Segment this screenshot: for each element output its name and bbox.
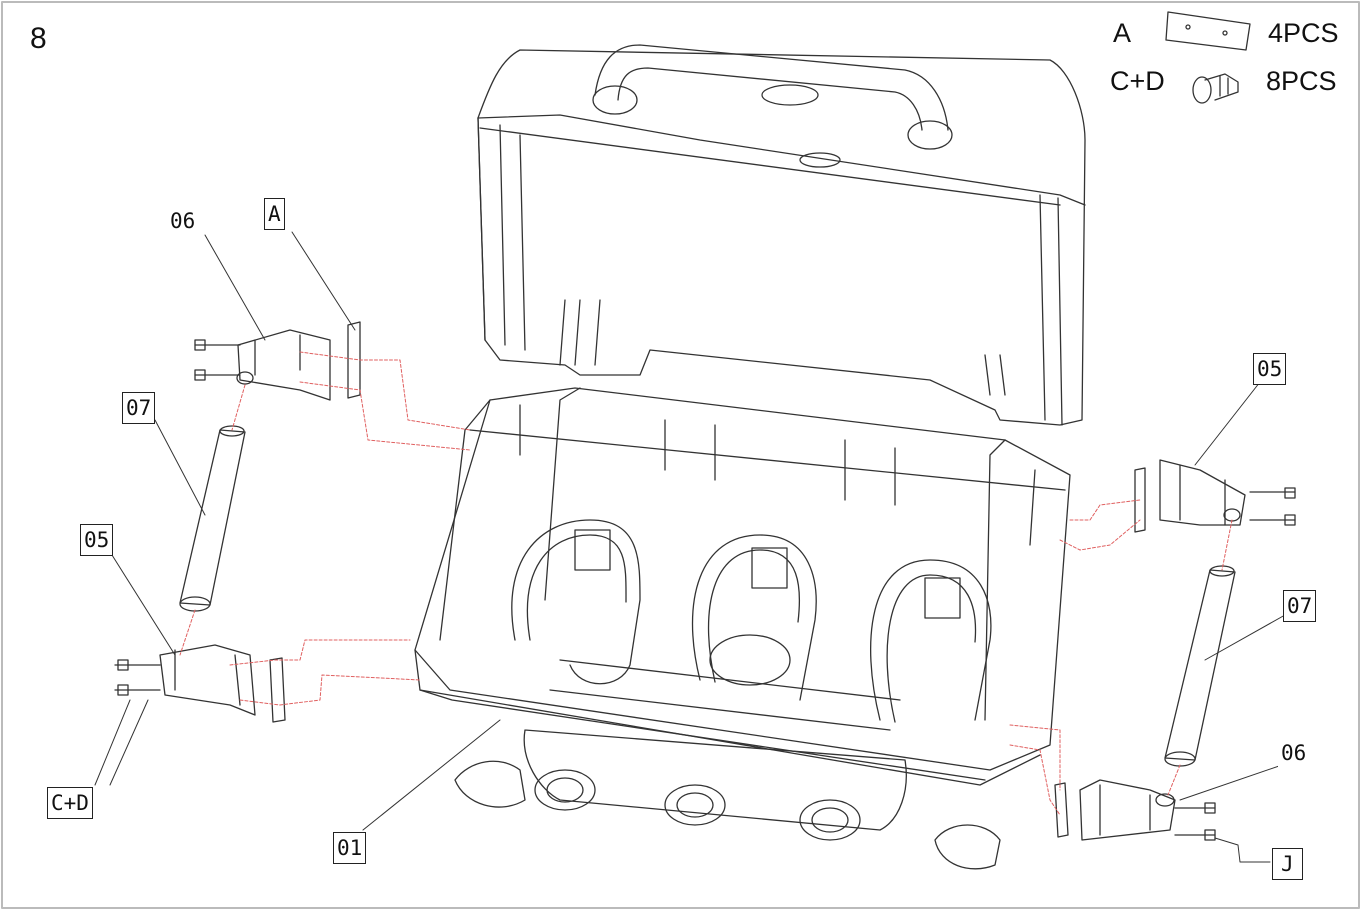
callout-06-right: 06	[1278, 738, 1310, 768]
callout-c-d: C+D	[47, 787, 93, 819]
callout-a: A	[264, 198, 285, 230]
callout-05-left: 05	[80, 524, 114, 556]
callout-j: J	[1272, 848, 1303, 880]
alignment-guides	[179, 351, 1233, 816]
right-lower-bracket	[1054, 779, 1216, 841]
legend-code-cd: C+D	[1110, 66, 1165, 96]
callout-07-left: 07	[122, 392, 156, 424]
leader-lines	[94, 231, 1286, 863]
grill-lid	[477, 44, 1086, 426]
left-upper-bracket	[194, 321, 361, 401]
bolt-icon	[1192, 73, 1239, 104]
legend-qty-a: 4PCS	[1268, 18, 1339, 48]
legend-qty-cd: 8PCS	[1266, 66, 1337, 96]
callout-06-left: 06	[167, 206, 199, 236]
plate-a-left-top	[347, 321, 361, 399]
bracket-plate-icon	[1165, 11, 1251, 51]
grill-firebox	[414, 387, 1071, 870]
callout-01: 01	[333, 832, 367, 864]
left-leg-tube	[179, 425, 246, 612]
right-upper-bracket	[1134, 459, 1296, 533]
step-number: 8	[30, 22, 47, 55]
right-leg-tube	[1164, 565, 1236, 767]
left-lower-bracket	[114, 644, 286, 723]
legend-code-a: A	[1113, 18, 1132, 48]
callout-05-right: 05	[1253, 353, 1287, 385]
callout-07-right: 07	[1283, 590, 1317, 622]
